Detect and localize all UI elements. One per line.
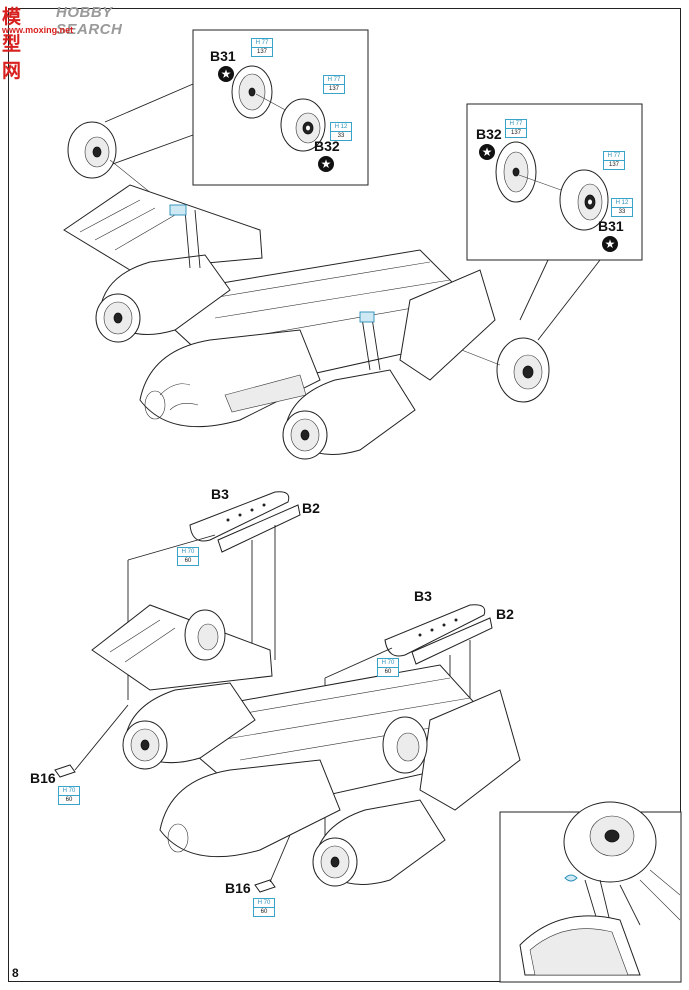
paint-callout: H 77 137 xyxy=(323,75,345,94)
paint-callout: H 77 137 xyxy=(603,151,625,170)
wheel-hub-b32-right xyxy=(495,141,537,203)
step-b16-right xyxy=(254,834,291,893)
wheel-tyre-b31-right xyxy=(559,169,609,231)
page-number: 8 xyxy=(12,966,19,980)
part-label-b32-right: B32 xyxy=(476,126,502,142)
paint-code: H 70 xyxy=(378,659,398,668)
paint-callout: H 70 60 xyxy=(253,898,275,917)
step-b16-left xyxy=(54,704,129,778)
paint-code: H 12 xyxy=(612,199,632,208)
wheel-hub-b31-left xyxy=(231,65,273,119)
paint-code: H 70 xyxy=(254,899,274,908)
paint-number: 137 xyxy=(328,86,339,92)
part-label-b2-right: B2 xyxy=(496,606,514,622)
paint-number: 60 xyxy=(65,797,73,803)
star-icon: ★ xyxy=(479,144,495,160)
main-wheel-top-left xyxy=(67,121,117,179)
paint-number: 137 xyxy=(608,162,619,168)
part-label-b31-left: B31 xyxy=(210,48,236,64)
paint-code: H 77 xyxy=(252,39,272,48)
paint-code: H 12 xyxy=(331,123,351,132)
part-label-b31-right: B31 xyxy=(598,218,624,234)
watermark-site-cn: 模型网 xyxy=(2,6,23,82)
star-icon: ★ xyxy=(602,236,618,252)
paint-callout: H 77 137 xyxy=(251,38,273,57)
paint-number: 60 xyxy=(384,669,392,675)
paint-number: 60 xyxy=(184,558,192,564)
watermark-url: www.moxing.net xyxy=(2,25,74,35)
star-icon: ★ xyxy=(318,156,334,172)
paint-number: 137 xyxy=(256,49,267,55)
part-label-b2-left: B2 xyxy=(302,500,320,516)
paint-number: 137 xyxy=(510,130,521,136)
paint-callout: H 12 33 xyxy=(611,198,633,217)
part-label-b32-left: B32 xyxy=(314,138,340,154)
wheel-tyre-b32-left xyxy=(280,98,326,152)
paint-number: 33 xyxy=(618,209,626,215)
paint-code: H 77 xyxy=(324,76,344,85)
paint-code: H 77 xyxy=(506,120,526,129)
part-label-b16-left: B16 xyxy=(30,770,56,786)
airframe-top xyxy=(63,184,496,460)
page-border xyxy=(8,8,681,982)
gear-door-left xyxy=(189,491,301,553)
paint-callout: H 77 137 xyxy=(505,119,527,138)
paint-callout: H 70 60 xyxy=(177,547,199,566)
paint-callout: H 70 60 xyxy=(58,786,80,805)
wheel-detail-box-right xyxy=(466,103,643,261)
paint-number: 60 xyxy=(260,909,268,915)
watermark-site-en: HOBBY SEARCH xyxy=(56,4,123,38)
paint-code: H 70 xyxy=(59,787,79,796)
gear-detail-view xyxy=(519,801,681,976)
paint-code: H 77 xyxy=(604,152,624,161)
airframe-bottom xyxy=(91,604,521,887)
main-wheel-top-right xyxy=(496,337,550,403)
part-label-b16-right: B16 xyxy=(225,880,251,896)
part-label-b3-right: B3 xyxy=(414,588,432,604)
gear-door-right xyxy=(384,604,493,665)
paint-code: H 70 xyxy=(178,548,198,557)
paint-callout: H 12 33 xyxy=(330,122,352,141)
star-icon: ★ xyxy=(218,66,234,82)
part-label-b3-left: B3 xyxy=(211,486,229,502)
paint-callout: H 70 60 xyxy=(377,658,399,677)
paint-number: 33 xyxy=(337,133,345,139)
